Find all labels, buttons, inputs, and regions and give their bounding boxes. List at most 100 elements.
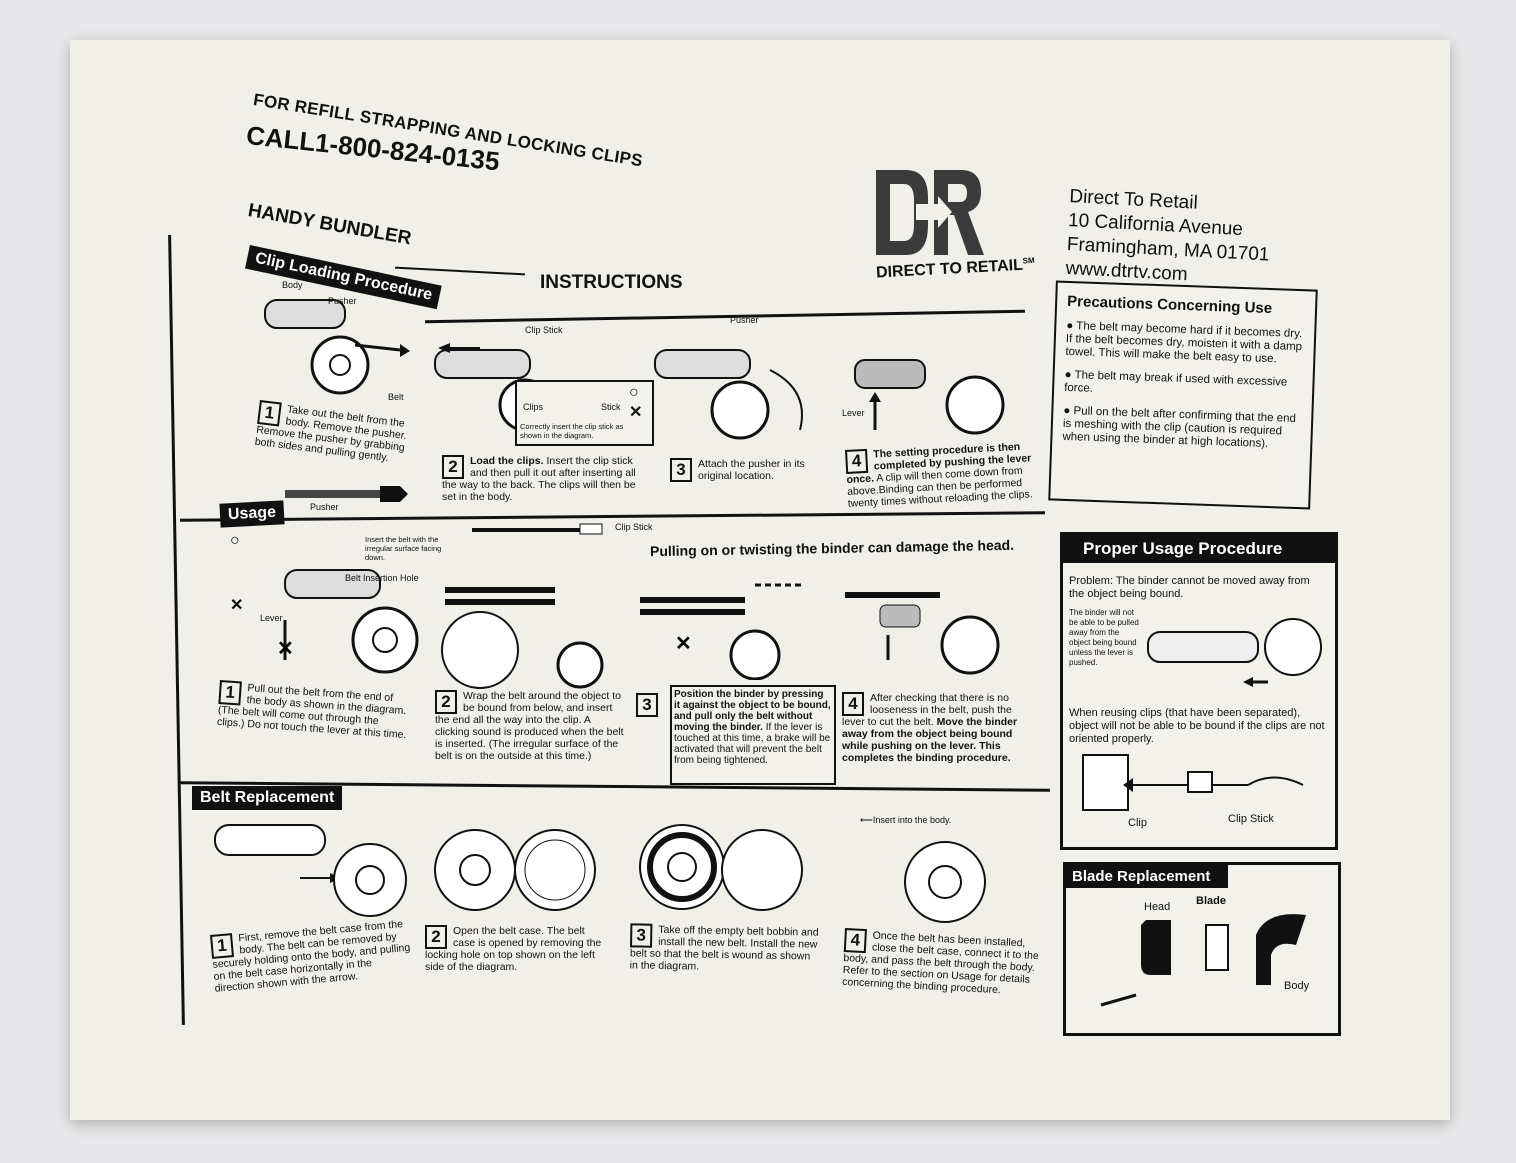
usage-step-1: 1 Pull out the belt from the end of the … — [217, 680, 410, 741]
heading-line — [395, 266, 525, 276]
label-clip-stick-2: Clip Stick — [615, 522, 653, 532]
label-lever: Lever — [842, 408, 865, 418]
belt-illustration-2 — [425, 825, 605, 925]
usage-step-4: 4 After checking that there is no loosen… — [842, 692, 1037, 764]
wrong-mark-icon: ✕ — [629, 404, 643, 421]
usage-step-2: 2 Wrap the belt around the object to be … — [435, 690, 625, 762]
label-head: Head — [1144, 901, 1171, 913]
step-number: 4 — [842, 692, 864, 716]
correct-mark-icon: ○ — [629, 384, 639, 401]
precaution-item: ● Pull on the belt after confirming that… — [1062, 405, 1301, 452]
product-name: HANDY BUNDLER — [246, 200, 413, 250]
step-text: Attach the pusher in its original locati… — [698, 458, 805, 482]
step-title: Load the clips. — [470, 455, 544, 467]
proper-usage-title: Proper Usage Procedure — [1063, 535, 1335, 563]
label-blade: Blade — [1196, 895, 1226, 907]
clip-step-2: 2 Load the clips. Insert the clip stick … — [442, 455, 642, 503]
step-text: Insert the clip stick and then pull it o… — [442, 455, 636, 503]
step-number: 2 — [442, 455, 464, 479]
usage-illustration-1: ○ ✕ ✕ — [225, 530, 425, 685]
proper-usage-reuse: When reusing clips (that have been separ… — [1069, 707, 1325, 745]
label-belt-hole: Belt Insertion Hole — [345, 573, 419, 583]
step-number: 1 — [218, 680, 242, 706]
instructions-heading: INSTRUCTIONS — [540, 272, 683, 293]
svg-text:✕: ✕ — [230, 597, 243, 614]
precaution-text: The belt may break if used with excessiv… — [1063, 369, 1288, 395]
step-number: 1 — [210, 933, 235, 959]
step-number: 1 — [257, 400, 282, 427]
usage-warning: Pulling on or twisting the binder can da… — [649, 536, 1015, 560]
label-lever-usage: Lever — [260, 613, 283, 623]
label-pusher: Pusher — [328, 296, 357, 306]
step-text: Open the belt case. The belt case is ope… — [425, 925, 602, 973]
step-text: Pull out the belt from the end of the bo… — [216, 681, 407, 742]
diagram-note: Correctly insert the clip stick as shown… — [520, 422, 624, 440]
step-text: Once the belt has been installed, close … — [841, 929, 1040, 997]
insert-label-text: Insert into the body. — [872, 815, 952, 825]
belt-replacement-tab: Belt Replacement — [192, 786, 343, 810]
step-text: If the lever is touched at this time, a … — [674, 722, 831, 766]
precaution-item: ● The belt may break if used with excess… — [1064, 369, 1303, 403]
clip-loading-illustration-4 — [845, 330, 1015, 455]
clip-loading-illustration-1 — [260, 290, 410, 405]
label-pusher-3: Pusher — [730, 315, 759, 325]
step-number: 3 — [630, 923, 653, 948]
step-number: 4 — [843, 928, 867, 954]
proper-usage-problem: Problem: The binder cannot be moved away… — [1069, 575, 1310, 600]
insert-note: Insert the belt with the irregular surfa… — [365, 535, 442, 562]
label-clip: Clip — [1128, 817, 1147, 829]
label-belt: Belt — [388, 392, 404, 402]
label-stick: Stick — [601, 402, 621, 412]
label-clip-stick: Clip Stick — [525, 325, 563, 335]
clip-step-1: 1 Take out the belt from the body. Remov… — [254, 400, 419, 467]
usage-illustration-4 — [840, 570, 1020, 685]
precaution-text: The belt may become hard if it becomes d… — [1065, 320, 1303, 366]
clip-loading-illustration-3 — [650, 330, 820, 455]
step-text: Take off the empty belt bobbin and insta… — [629, 923, 819, 973]
left-arrow-icon: ⟵ — [860, 815, 873, 825]
bullet-icon: ● — [1064, 368, 1075, 382]
step-number: 2 — [425, 925, 447, 949]
belt-illustration-3 — [630, 815, 810, 925]
pusher-illustration — [280, 480, 410, 515]
step-number: 4 — [845, 448, 869, 474]
belt-step-2: 2 Open the belt case. The belt case is o… — [425, 925, 605, 973]
step-number: 2 — [435, 690, 457, 714]
left-border — [168, 235, 185, 1025]
step-bold: Position the binder by pressing it again… — [674, 689, 831, 733]
step-number: 3 — [670, 458, 692, 482]
logo-name-text: DIRECT TO RETAIL — [875, 256, 1024, 282]
usage-step-3: 3 Position the binder by pressing it aga… — [636, 685, 836, 785]
precaution-text: Pull on the belt after confirming that t… — [1062, 405, 1297, 450]
proper-usage-note: The binder will not be able to be pulled… — [1069, 608, 1139, 667]
label-body: Body — [282, 280, 303, 290]
label-pusher-2: Pusher — [310, 502, 339, 512]
insert-label: ⟵Insert into the body. — [860, 815, 951, 826]
logo-name: DIRECT TO RETAILSM — [876, 256, 1036, 283]
bullet-icon: ● — [1063, 404, 1074, 418]
proper-usage-illustration — [1143, 607, 1323, 697]
step-text: A clip will then come down from above.Bi… — [846, 464, 1033, 510]
label-body-blade: Body — [1284, 980, 1310, 992]
instruction-sheet: FOR REFILL STRAPPING AND LOCKING CLIPS C… — [70, 40, 1450, 1120]
service-mark: SM — [1022, 255, 1035, 266]
usage-illustration-3: ✕ — [635, 570, 835, 685]
step-text: After checking that there is no loosenes… — [842, 692, 1012, 728]
belt-illustration-4 — [890, 830, 1000, 935]
step-bold: Move the binder away from the object bei… — [842, 716, 1018, 764]
svg-text:○: ○ — [230, 532, 240, 549]
blade-replacement-box: Blade Replacement Head Blade Body — [1063, 862, 1341, 1036]
proper-usage-box: Proper Usage Procedure Problem: The bind… — [1060, 532, 1338, 850]
clip-step-4: 4 The setting procedure is then complete… — [845, 440, 1038, 510]
precautions-title: Precautions Concerning Use — [1066, 292, 1273, 318]
usage-illustration-2 — [435, 560, 625, 695]
usage-tab: Usage — [219, 500, 285, 528]
svg-text:✕: ✕ — [675, 633, 692, 655]
belt-step-4: 4 Once the belt has been installed, clos… — [842, 928, 1045, 998]
top-rule — [425, 309, 1025, 324]
clip-stick-illustration — [470, 520, 610, 545]
precautions-box: Precautions Concerning Use ● The belt ma… — [1048, 280, 1318, 510]
svg-text:✕: ✕ — [277, 638, 294, 660]
clip-step-3: 3 Attach the pusher in its original loca… — [670, 458, 820, 482]
dr-logo — [876, 170, 986, 255]
